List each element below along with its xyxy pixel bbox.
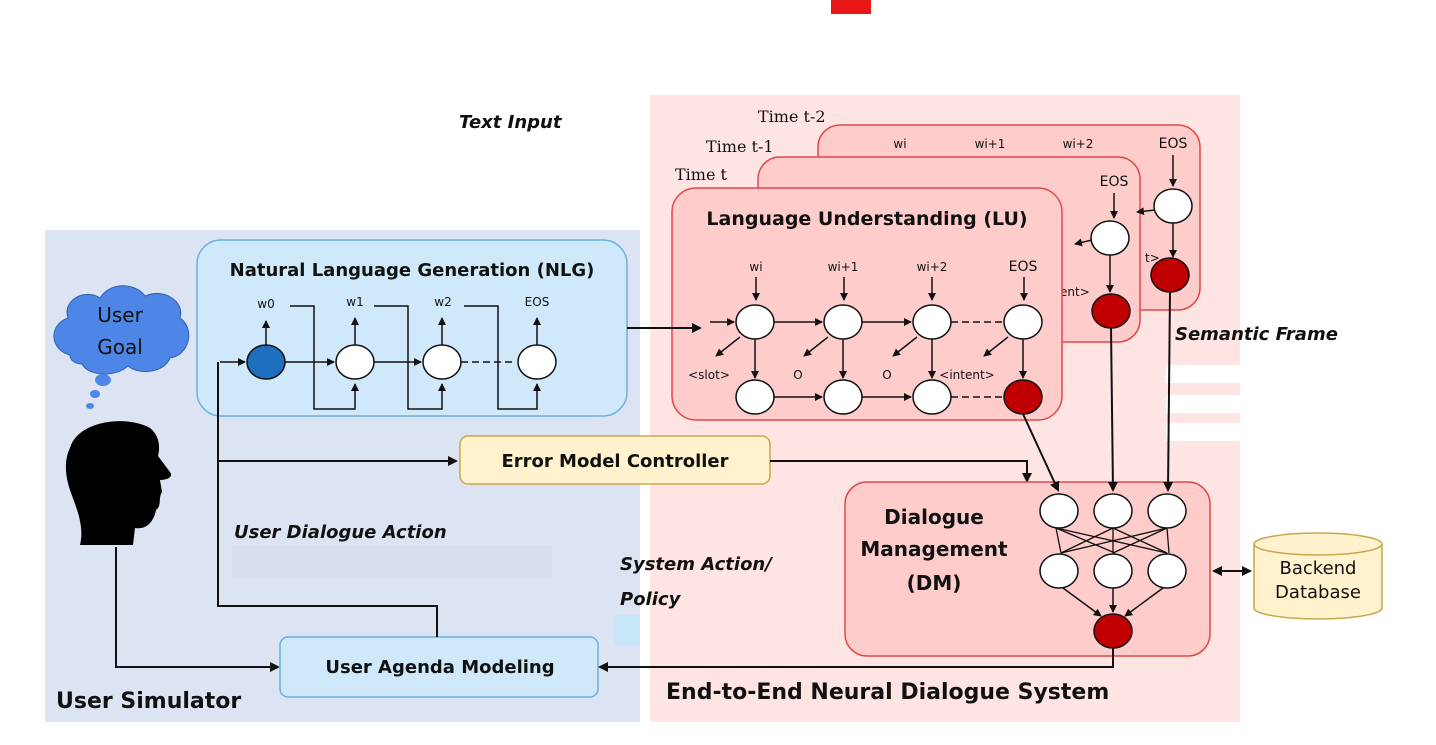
back-token-wi1: wi+1 bbox=[975, 137, 1006, 151]
backend-line2: Database bbox=[1275, 582, 1361, 603]
system-action-line1: System Action/ bbox=[620, 554, 773, 575]
back-token-wi: wi bbox=[893, 137, 906, 151]
lu-tag-slot: <slot> bbox=[688, 368, 730, 382]
lu-token-wi: wi bbox=[749, 260, 762, 274]
intent-node-t-1 bbox=[1091, 293, 1131, 329]
nlg-token-w2: w2 bbox=[434, 295, 451, 309]
lu-tag-o-1: O bbox=[793, 368, 802, 382]
nlg-start-node bbox=[246, 344, 286, 380]
backend-database-icon: Backend Database bbox=[1253, 532, 1383, 620]
lu-token-wi2: wi+2 bbox=[917, 260, 948, 274]
lu-frame-t: Language Understanding (LU) wi wi+1 wi+2… bbox=[671, 187, 1063, 421]
back-token-wi2: wi+2 bbox=[1063, 137, 1094, 151]
nlg-token-w1: w1 bbox=[346, 295, 363, 309]
lu-title: Language Understanding (LU) bbox=[706, 208, 1027, 230]
end-to-end-title: End-to-End Neural Dialogue System bbox=[666, 680, 1109, 705]
time-label-t-1: Time t-1 bbox=[706, 137, 774, 156]
dm-line2: Management bbox=[860, 537, 1008, 561]
user-head-icon bbox=[65, 421, 171, 545]
lu-token-wi1: wi+1 bbox=[828, 260, 859, 274]
user-agenda-label: User Agenda Modeling bbox=[325, 657, 554, 678]
user-goal-line1: User bbox=[97, 303, 143, 327]
semantic-frame-label: Semantic Frame bbox=[1175, 324, 1338, 345]
dm-line3: (DM) bbox=[907, 571, 962, 595]
time-label-t: Time t bbox=[675, 165, 728, 184]
error-model-label: Error Model Controller bbox=[501, 451, 728, 472]
time-label-t-2: Time t-2 bbox=[758, 107, 826, 126]
user-agenda-module: User Agenda Modeling bbox=[279, 636, 599, 698]
top-red-marker bbox=[831, 0, 871, 14]
intent-node-t bbox=[1003, 379, 1043, 415]
nlg-token-w0: w0 bbox=[257, 297, 274, 311]
lu-tag-intent: <intent> bbox=[939, 368, 994, 382]
back-eos-t-1: EOS bbox=[1100, 174, 1129, 190]
user-goal-line2: Goal bbox=[97, 335, 143, 359]
user-goal-cloud: User Goal bbox=[53, 285, 190, 409]
user-simulator-title: User Simulator bbox=[56, 689, 241, 714]
dm-output-node bbox=[1093, 613, 1133, 649]
backend-line1: Backend bbox=[1280, 558, 1357, 579]
dm-module: Dialogue Management (DM) bbox=[844, 481, 1211, 657]
dm-line1: Dialogue bbox=[884, 505, 984, 529]
system-action-line2: Policy bbox=[620, 589, 682, 610]
error-model-controller: Error Model Controller bbox=[459, 435, 771, 485]
back-tag-fragment-0: ent> bbox=[1060, 285, 1090, 299]
lu-token-eos: EOS bbox=[1009, 259, 1038, 275]
back-token-eos: EOS bbox=[1159, 136, 1188, 152]
nlg-module: Natural Language Generation (NLG) w0 w1 … bbox=[196, 239, 628, 417]
nlg-token-eos: EOS bbox=[525, 295, 550, 309]
nlg-title: Natural Language Generation (NLG) bbox=[230, 260, 595, 281]
back-tag-fragment-1: t> bbox=[1145, 251, 1160, 265]
user-dialogue-action-label: User Dialogue Action bbox=[234, 522, 447, 543]
lu-tag-o-2: O bbox=[882, 368, 891, 382]
text-input-label: Text Input bbox=[459, 112, 563, 133]
